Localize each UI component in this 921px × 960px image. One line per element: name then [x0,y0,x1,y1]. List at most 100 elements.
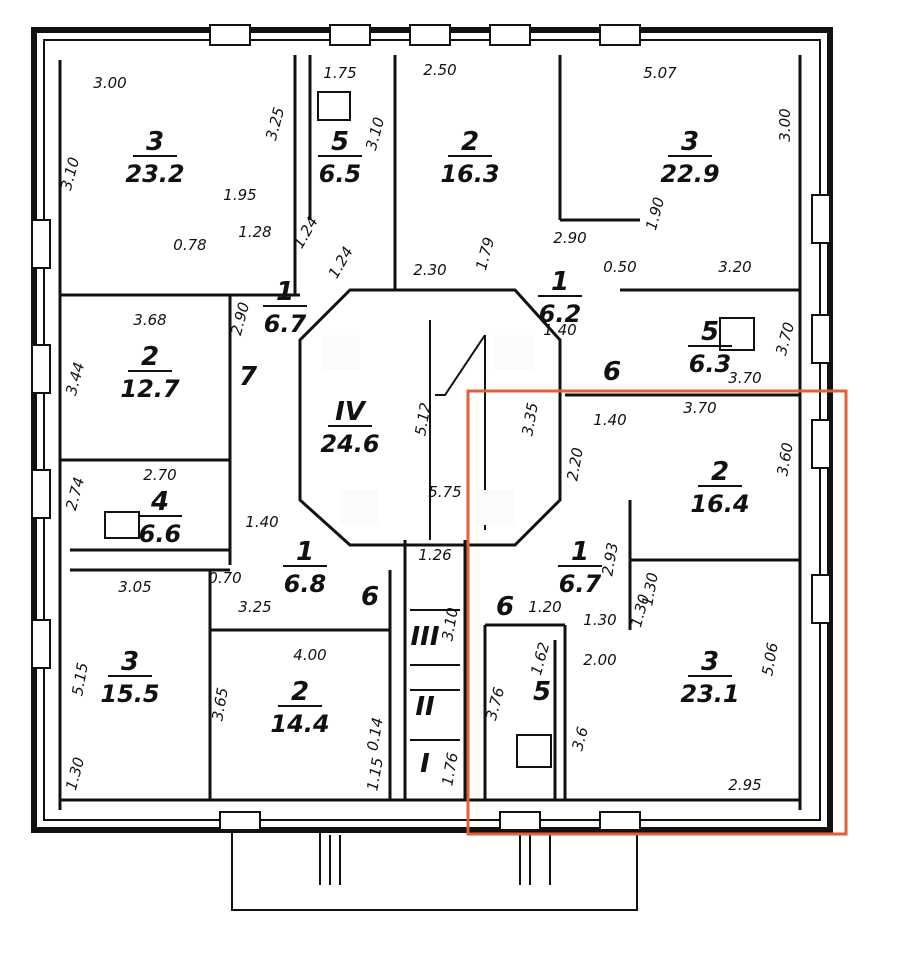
room-area: 6.6 [139,520,182,548]
room-label-s-6: 6 [361,582,379,612]
room-label-stair-II: II [415,692,435,722]
room-area: 16.3 [440,160,499,188]
room-area: 14.4 [270,710,329,738]
room-type: 1 [571,537,589,567]
room-area: 6.5 [319,160,362,188]
dimension-label: 3.44 [62,360,88,397]
dimension-label: 2.50 [423,61,456,79]
room-area: 6.3 [689,350,732,378]
dimension-label: 1.30 [62,755,88,792]
dimension-label: 3.65 [208,686,232,722]
room-label-nw-3: 323.2 [125,127,184,188]
dimension-label: 0.50 [603,258,636,276]
room-type: 3 [146,127,164,157]
dimension-label: 1.40 [245,513,278,531]
room-label-w-2: 212.7 [120,342,180,403]
room-type: 3 [681,127,699,157]
room-area: 6.7 [264,310,307,338]
room-type: 6 [496,592,514,622]
right-windows [811,194,831,624]
dimension-label: 2.00 [583,651,616,669]
interior-walls [58,55,802,810]
room-label-w-4: 46.6 [138,487,182,548]
dimension-label: 1.62 [527,640,553,677]
dimension-label: 3.10 [438,606,462,642]
dimension-label: 1.26 [418,546,451,564]
room-label-ne-5: 56.3 [688,317,732,378]
corridor-stairs [410,609,460,741]
dimension-label: 3.70 [772,320,798,357]
dimension-label: 3.68 [133,311,166,329]
room-area: 12.7 [120,375,180,403]
dimension-label: 1.76 [438,751,462,787]
dimension-label: 2.95 [728,776,761,794]
dimension-label: 2.74 [62,475,88,512]
room-label-ne-1: 16.2 [538,267,582,328]
dimension-label: 2.70 [143,466,176,484]
central-hall [298,288,562,547]
dimension-label: 3.00 [93,74,126,92]
room-label-n-2: 216.3 [440,127,499,188]
dimension-label: 1.79 [472,235,498,272]
dimension-label: 1.28 [238,223,271,241]
dimension-label: 5.12 [411,401,435,437]
dimension-label: 0.78 [173,236,206,254]
room-type: II [415,692,435,722]
highlight-box [466,389,848,836]
dimension-label: 5.07 [643,64,677,82]
room-type: 6 [361,582,379,612]
dimension-label: 2.93 [598,541,622,577]
room-label-sw-1: 16.8 [283,537,327,598]
dimension-label: 1.15 [363,756,387,792]
room-type: III [410,622,439,652]
room-type: 5 [533,677,551,707]
room-label-stair-I: I [420,749,430,779]
room-type: IV [335,397,367,427]
dimension-label: 0.70 [208,569,241,587]
dimension-label: 1.30 [638,571,662,607]
room-label-ne-6: 6 [603,357,621,387]
dimension-label: 3.6 [568,725,592,753]
room-type: 6 [603,357,621,387]
dimension-label: 1.95 [223,186,256,204]
dimension-label: 3.25 [238,598,271,616]
room-area: 15.5 [100,680,159,708]
room-type: 2 [291,677,309,707]
dimension-label: 1.20 [528,598,561,616]
room-label-ne-3: 322.9 [660,127,719,188]
room-label-n-5: 56.5 [318,127,362,188]
dimension-label: 5.15 [68,661,92,697]
entrance-porch [231,829,638,911]
room-type: 2 [461,127,479,157]
room-label-w-1: 16.7 [263,277,307,338]
dimension-label: 1.24 [325,244,357,282]
room-type: 1 [551,267,569,297]
room-label-se-3: 323.1 [680,647,739,708]
dimension-label: 3.70 [683,399,716,417]
dimension-label: 3.35 [518,401,542,437]
dimension-label: 0.14 [363,716,387,752]
room-label-w-7: 7 [239,362,258,392]
room-type: 5 [331,127,349,157]
dimension-label: 2.90 [553,229,586,247]
label-masks [322,335,533,525]
room-type: I [420,749,430,779]
dimension-label: 1.90 [642,195,668,232]
stove-icon [104,91,755,768]
room-label-s-2: 214.4 [270,677,329,738]
room-area: 6.2 [539,300,582,328]
room-label-se-5: 5 [533,677,551,707]
room-type: 7 [239,362,258,392]
room-label-se-1: 16.7 [558,537,602,598]
dimension-label: 1.40 [543,321,576,339]
dimension-label: 3.25 [262,105,288,142]
room-type: 2 [711,457,729,487]
room-label-se-2: 216.4 [690,457,749,518]
dimension-label: 5.75 [428,483,461,501]
dimension-label: 1.75 [323,64,356,82]
room-label-se-6: 6 [496,592,514,622]
dimension-label: 3.00 [776,108,794,141]
dimension-label: 1.30 [583,611,616,629]
